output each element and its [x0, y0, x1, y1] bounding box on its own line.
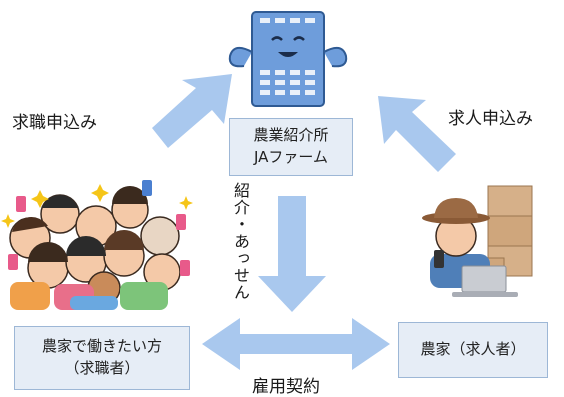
- job-application-arrow: [152, 74, 232, 148]
- farmer-icon: [422, 185, 533, 297]
- job-seeker-sublabel: （求職者）: [64, 359, 140, 377]
- building-mascot-icon: [228, 11, 348, 107]
- farmer-label: 農家（求人者）: [420, 340, 526, 359]
- agency-subname: JAファーム: [254, 148, 328, 166]
- job-seeker-box: 農家で働きたい方 （求職者）: [14, 326, 190, 390]
- agency-box: 農業紹介所 JAファーム: [229, 118, 353, 176]
- employment-contract-arrow: [202, 318, 390, 370]
- employment-contract-label: 雇用契約: [252, 377, 320, 397]
- job-seekers-crowd-icon: [1, 180, 193, 310]
- job-application-label: 求職申込み: [12, 113, 97, 133]
- job-offer-arrow: [378, 96, 456, 172]
- referral-label: 紹介・あっせん: [231, 182, 250, 301]
- agency-name: 農業紹介所: [253, 126, 329, 145]
- referral-arrow: [258, 196, 326, 312]
- job-offer-label: 求人申込み: [448, 109, 533, 129]
- job-seeker-label: 農家で働きたい方: [41, 337, 162, 356]
- farmer-box: 農家（求人者）: [398, 322, 548, 378]
